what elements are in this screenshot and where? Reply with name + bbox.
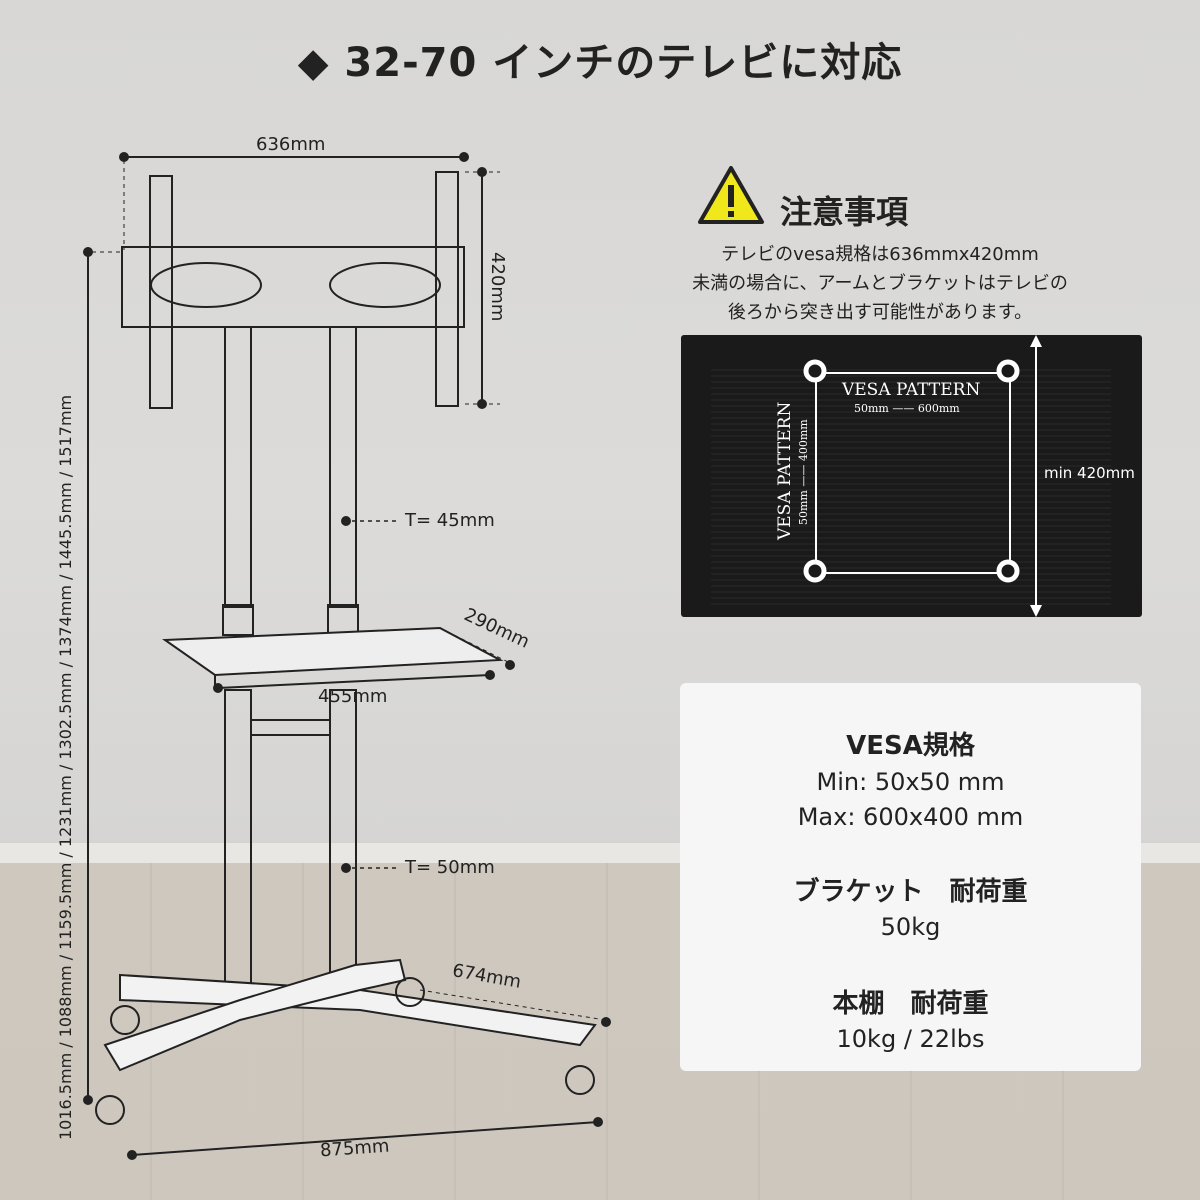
bracket-load-value: 50kg (880, 913, 941, 941)
right-pole-lower (329, 689, 357, 1001)
shelf (162, 626, 504, 677)
warning-line-3: 後ろから突き出す可能性があります。 (727, 302, 1033, 323)
right-bracket-rail (435, 171, 459, 407)
bracket-height-label: 420mm (487, 252, 508, 322)
tube-upper-label: T= 45mm (405, 510, 495, 531)
tv-stand-drawing (83, 152, 611, 1160)
tube-lower-label: T= 50mm (405, 857, 495, 878)
vesa-vertical-label: VESA PATTERN (775, 401, 795, 540)
caster-front-left (95, 1095, 125, 1125)
base-width-dimension-line (131, 1121, 599, 1156)
left-bracket-rail (149, 175, 173, 409)
vesa-heading: VESA規格 (846, 731, 975, 761)
mounting-plate (121, 246, 465, 328)
vesa-horizontal-label: VESA PATTERN (842, 380, 981, 400)
warning-icon (698, 166, 764, 224)
left-pole-upper (224, 326, 252, 608)
vesa-vertical-range: 50mm —— 400mm (797, 419, 810, 525)
base-front-bar (103, 958, 407, 1072)
vesa-mount-holes (803, 335, 1042, 617)
caster-back-right (395, 977, 425, 1007)
shelf-load-heading: 本棚 耐荷重 (832, 989, 989, 1019)
warning-title: 注意事項 (780, 193, 909, 231)
vesa-min-value: Min: 50x50 mm (816, 768, 1005, 796)
left-pole-lower (224, 689, 252, 1001)
warning-line-1: テレビのvesa規格は636mmx420mm (721, 244, 1039, 265)
vesa-pattern-frame (815, 372, 1011, 574)
height-range-label: 1016.5mm / 1088mm / 1159.5mm / 1231mm / … (56, 394, 75, 1140)
min-height-label: min 420mm (1044, 464, 1135, 482)
shelf-load-value: 10kg / 22lbs (836, 1025, 985, 1053)
tv-back-image (681, 335, 1142, 617)
vesa-max-value: Max: 600x400 mm (797, 803, 1024, 831)
vesa-horizontal-range: 50mm —— 600mm (854, 402, 960, 415)
page-title: ◆ 32-70 インチのテレビに対応 (297, 40, 903, 86)
right-pole-upper (329, 326, 357, 608)
warning-line-2: 未満の場合に、アームとブラケットはテレビの (692, 273, 1068, 294)
specs-panel: VESA規格 Min: 50x50 mm Max: 600x400 mm ブラケ… (680, 683, 1141, 1071)
width-top-label: 636mm (256, 134, 326, 155)
caster-back-left (110, 1005, 140, 1035)
shelf-width-label: 455mm (318, 686, 388, 707)
bracket-load-heading: ブラケット 耐荷重 (793, 877, 1028, 907)
caster-front-right (565, 1065, 595, 1095)
